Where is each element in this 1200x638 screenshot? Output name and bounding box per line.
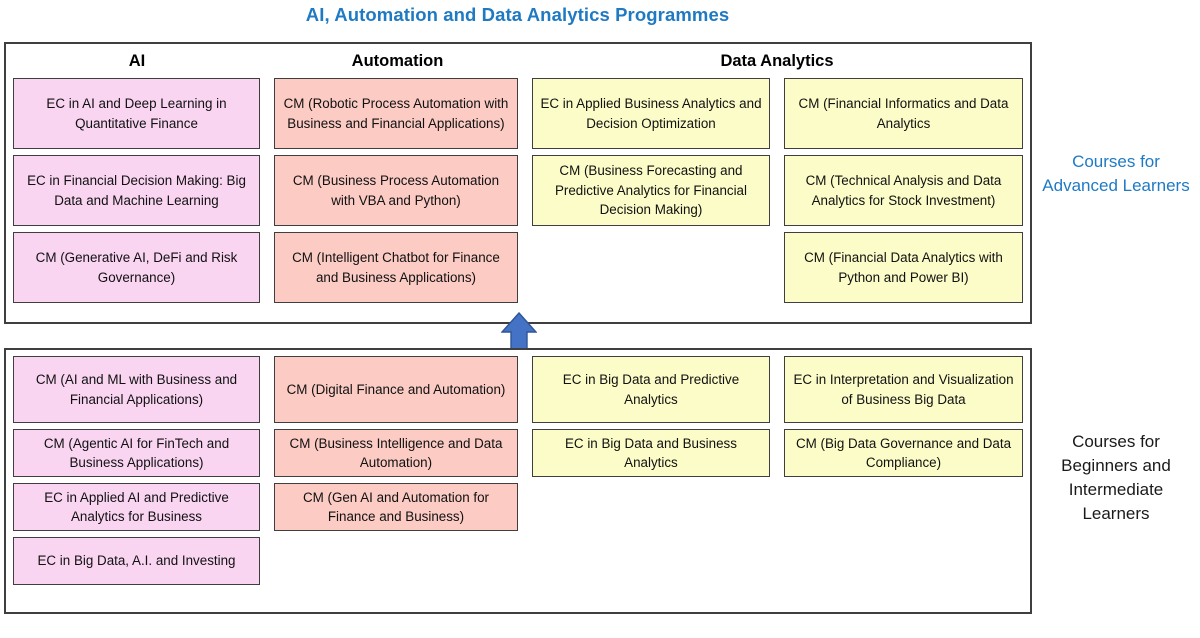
course-card[interactable]: EC in Big Data and Business Analytics bbox=[531, 429, 770, 477]
course-card[interactable]: CM (Agentic AI for FinTech and Business … bbox=[13, 429, 260, 477]
advanced-column-headers: AI Automation Data Analytics bbox=[6, 44, 1030, 78]
course-card[interactable]: CM (Technical Analysis and Data Analytic… bbox=[783, 155, 1023, 226]
course-card[interactable]: CM (Robotic Process Automation with Busi… bbox=[273, 78, 518, 149]
course-card[interactable]: EC in Financial Decision Making: Big Dat… bbox=[13, 155, 260, 226]
course-card[interactable]: EC in AI and Deep Learning in Quantitati… bbox=[13, 78, 260, 149]
course-card[interactable]: EC in Big Data, A.I. and Investing bbox=[13, 537, 260, 585]
advanced-learners-label: Courses for Advanced Learners bbox=[1042, 152, 1190, 196]
course-card[interactable]: CM (Digital Finance and Automation) bbox=[273, 356, 518, 423]
course-card[interactable]: CM (Business Process Automation with VBA… bbox=[273, 155, 518, 226]
course-card[interactable]: CM (Business Intelligence and Data Autom… bbox=[273, 429, 518, 477]
course-card[interactable]: CM (Intelligent Chatbot for Finance and … bbox=[273, 232, 518, 303]
beginner-automation-column: CM (Digital Finance and Automation) CM (… bbox=[267, 356, 525, 591]
course-card[interactable]: CM (Business Forecasting and Predictive … bbox=[531, 155, 770, 226]
course-card[interactable]: CM (Gen AI and Automation for Finance an… bbox=[273, 483, 518, 531]
advanced-data-analytics-column-left: EC in Applied Business Analytics and Dec… bbox=[525, 78, 777, 309]
course-card[interactable]: CM (Financial Data Analytics with Python… bbox=[783, 232, 1023, 303]
course-card[interactable]: EC in Interpretation and Visualization o… bbox=[783, 356, 1023, 423]
course-card[interactable]: CM (Financial Informatics and Data Analy… bbox=[783, 78, 1023, 149]
course-card[interactable]: EC in Applied Business Analytics and Dec… bbox=[531, 78, 770, 149]
beginner-ai-column: CM (AI and ML with Business and Financia… bbox=[6, 356, 267, 591]
column-header-ai: AI bbox=[128, 51, 146, 70]
page-title: AI, Automation and Data Analytics Progra… bbox=[305, 4, 730, 25]
course-card[interactable]: CM (Big Data Governance and Data Complia… bbox=[783, 429, 1023, 477]
beginner-learners-label: Courses for Beginners and Intermediate L… bbox=[1061, 432, 1171, 524]
course-card[interactable]: CM (AI and ML with Business and Financia… bbox=[13, 356, 260, 423]
column-header-data-analytics: Data Analytics bbox=[720, 51, 834, 70]
beginner-data-analytics-column-right: EC in Interpretation and Visualization o… bbox=[777, 356, 1030, 591]
advanced-courses-panel: AI Automation Data Analytics EC in AI an… bbox=[4, 42, 1032, 324]
advanced-ai-column: EC in AI and Deep Learning in Quantitati… bbox=[6, 78, 267, 309]
advanced-data-analytics-column-right: CM (Financial Informatics and Data Analy… bbox=[777, 78, 1030, 309]
advanced-automation-column: CM (Robotic Process Automation with Busi… bbox=[267, 78, 525, 309]
course-card[interactable]: EC in Big Data and Predictive Analytics bbox=[531, 356, 770, 423]
beginner-data-analytics-column-left: EC in Big Data and Predictive Analytics … bbox=[525, 356, 777, 591]
course-card[interactable]: CM (Generative AI, DeFi and Risk Governa… bbox=[13, 232, 260, 303]
column-header-automation: Automation bbox=[351, 51, 444, 70]
beginner-courses-panel: CM (AI and ML with Business and Financia… bbox=[4, 348, 1032, 614]
course-card[interactable]: EC in Applied AI and Predictive Analytic… bbox=[13, 483, 260, 531]
